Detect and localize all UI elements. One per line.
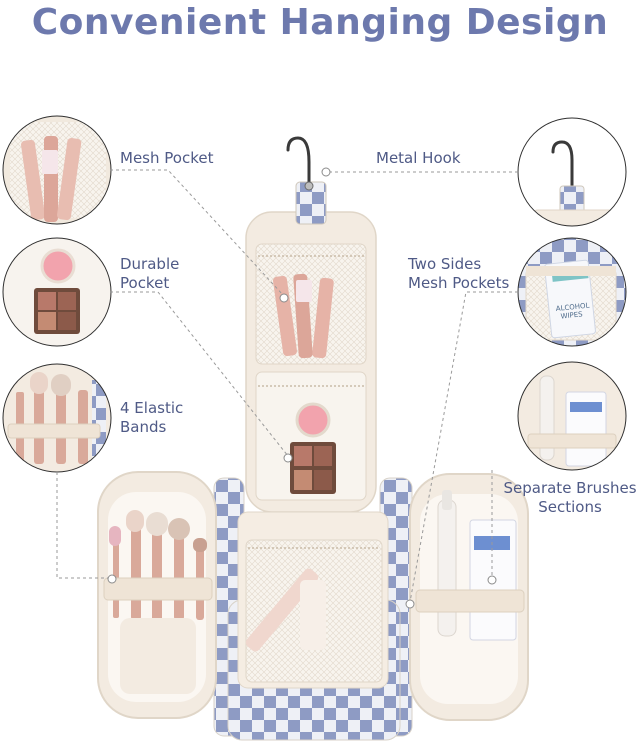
mesh-pocket-line <box>110 169 285 297</box>
callout-elastic-bands: 4 Elastic Bands <box>120 399 184 436</box>
alcohol-wipes-print: ALCOHOL WIPES <box>555 301 592 321</box>
page-title: Convenient Hanging Design <box>31 2 609 43</box>
inset-elastic-bands <box>3 364 111 472</box>
callout-two-sides-mesh: Two Sides Mesh Pockets <box>408 255 510 292</box>
inset-two-sides-mesh <box>518 238 626 346</box>
callout-brush-sections: Separate Brushes Sections <box>503 479 637 516</box>
callout-metal-hook: Metal Hook <box>376 149 461 167</box>
metal-hook <box>286 136 311 186</box>
elastic-band <box>103 577 213 601</box>
toothbrush <box>437 499 457 637</box>
callout-lines <box>56 167 518 609</box>
callout-durable-pocket: Durable Pocket <box>120 255 180 292</box>
durable-pocket-line <box>110 291 289 457</box>
inset-metal-hook <box>518 118 626 226</box>
inset-durable-pocket <box>3 238 111 346</box>
elastic-band-right <box>415 589 525 613</box>
inset-brush-sections <box>518 362 626 470</box>
inset-mesh-pocket <box>3 116 111 224</box>
hanging-toiletry-bag <box>97 136 529 741</box>
callout-mesh-pocket: Mesh Pocket <box>120 149 214 167</box>
